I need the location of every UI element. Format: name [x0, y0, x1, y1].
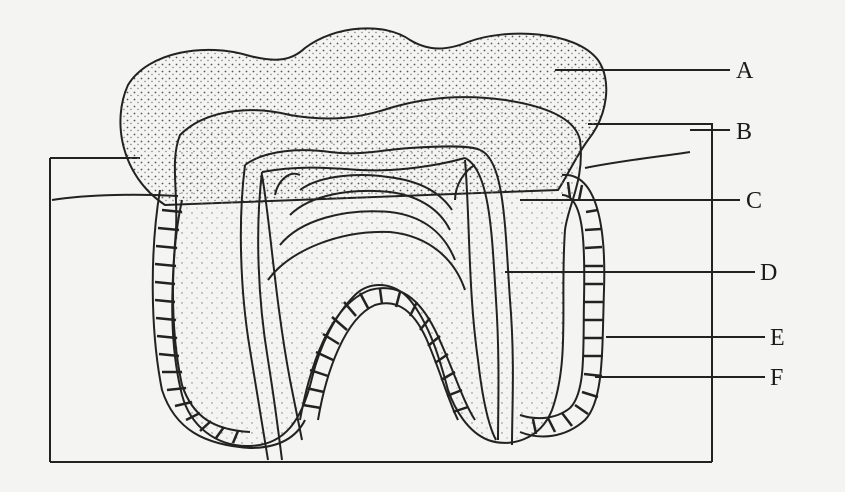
label-b: B — [736, 119, 752, 145]
label-d: D — [760, 260, 777, 286]
label-e: E — [770, 325, 785, 351]
label-a: A — [736, 58, 754, 84]
label-c: C — [746, 188, 762, 214]
label-f: F — [770, 365, 783, 391]
